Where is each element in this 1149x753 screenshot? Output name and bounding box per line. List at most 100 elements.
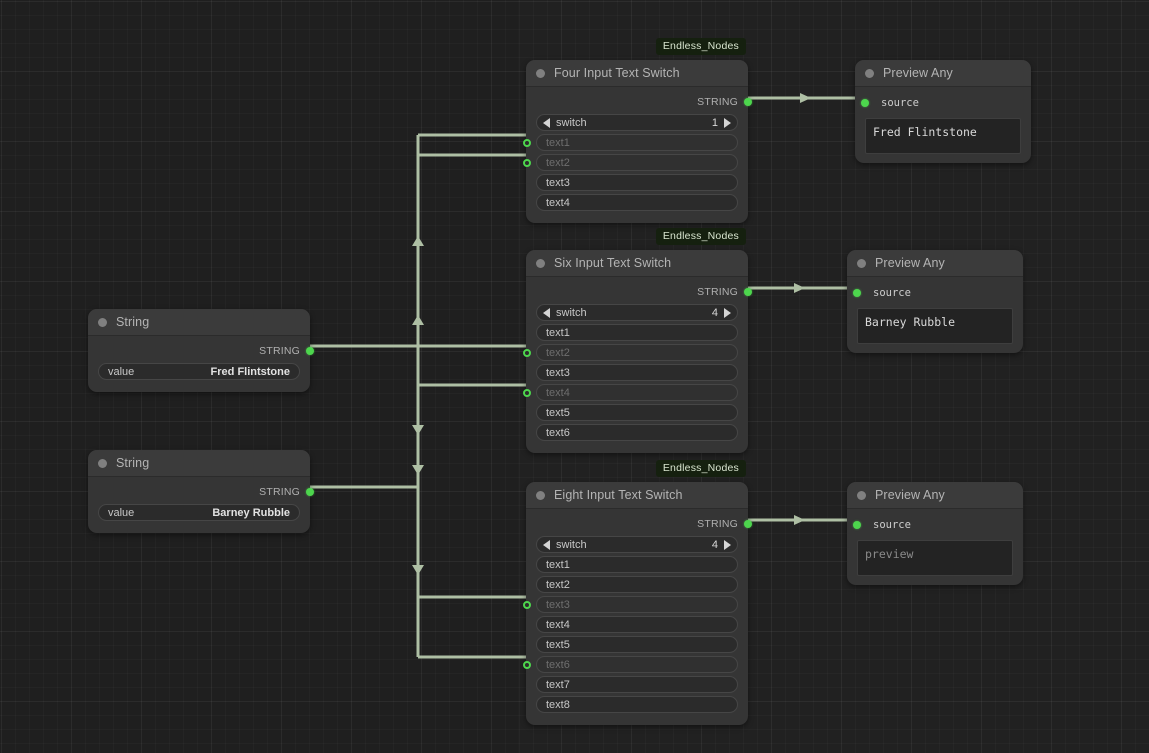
node-title: Preview Any: [875, 256, 945, 270]
node-title: Preview Any: [883, 66, 953, 80]
widget-text2[interactable]: text2: [523, 344, 738, 361]
node-six-input-text-switch[interactable]: Endless_Nodes Six Input Text Switch STRI…: [523, 228, 752, 453]
widget-text2[interactable]: text2: [523, 154, 738, 171]
widget-text1[interactable]: text1: [536, 324, 738, 341]
widget-label: text8: [546, 698, 570, 711]
widget-text3[interactable]: text3: [536, 174, 738, 191]
widget-text4[interactable]: text4: [536, 616, 738, 633]
node-header[interactable]: String: [88, 309, 310, 336]
collapse-dot-icon[interactable]: [536, 68, 545, 78]
node-title: String: [116, 456, 150, 470]
output-port-dot[interactable]: [744, 97, 752, 106]
node-preview-any-2[interactable]: Preview Any source Barney Rubble: [847, 250, 1023, 353]
chevron-right-icon[interactable]: [724, 307, 731, 318]
chevron-left-icon[interactable]: [543, 117, 550, 128]
widget-text7[interactable]: text7: [536, 676, 738, 693]
chevron-right-icon[interactable]: [724, 117, 731, 128]
output-label: STRING: [259, 485, 300, 498]
widget-text1[interactable]: text1: [523, 134, 738, 151]
input-port-dot[interactable]: [523, 138, 531, 147]
widget-label: text6: [546, 658, 570, 671]
output-slot-string[interactable]: STRING: [536, 93, 752, 110]
widget-text6[interactable]: text6: [523, 656, 738, 673]
output-port-dot[interactable]: [744, 519, 752, 528]
widget-label: text1: [546, 136, 570, 149]
node-header[interactable]: Eight Input Text Switch: [526, 482, 748, 509]
input-slot-source[interactable]: source: [861, 95, 1021, 111]
input-port-dot[interactable]: [523, 158, 531, 167]
input-port-dot[interactable]: [853, 289, 861, 297]
widget-text1[interactable]: text1: [536, 556, 738, 573]
node-header[interactable]: Preview Any: [847, 482, 1023, 509]
input-port-dot[interactable]: [861, 99, 869, 107]
input-slot-source[interactable]: source: [853, 285, 1013, 301]
node-preview-any-3[interactable]: Preview Any source preview: [847, 482, 1023, 585]
collapse-dot-icon[interactable]: [98, 317, 107, 327]
node-title: Preview Any: [875, 488, 945, 502]
chevron-left-icon[interactable]: [543, 307, 550, 318]
widget-text5[interactable]: text5: [536, 636, 738, 653]
widget-value[interactable]: value Barney Rubble: [98, 504, 300, 521]
widget-text5[interactable]: text5: [536, 404, 738, 421]
widget-text3[interactable]: text3: [536, 364, 738, 381]
node-header[interactable]: Preview Any: [855, 60, 1031, 87]
node-header[interactable]: Preview Any: [847, 250, 1023, 277]
input-slot-source[interactable]: source: [853, 517, 1013, 533]
widget-text4[interactable]: text4: [523, 384, 738, 401]
widget-text6[interactable]: text6: [536, 424, 738, 441]
node-badge: Endless_Nodes: [655, 228, 746, 245]
output-port-dot[interactable]: [306, 487, 314, 496]
output-slot-string[interactable]: STRING: [98, 342, 314, 359]
widget-value: Barney Rubble: [212, 506, 290, 519]
widget-text2[interactable]: text2: [536, 576, 738, 593]
output-slot-string[interactable]: STRING: [536, 515, 752, 532]
output-slot-string[interactable]: STRING: [98, 483, 314, 500]
node-string-fred[interactable]: String STRING value Fred Flintstone: [88, 309, 314, 392]
collapse-dot-icon[interactable]: [536, 258, 545, 268]
collapse-dot-icon[interactable]: [857, 490, 866, 500]
node-header[interactable]: Four Input Text Switch: [526, 60, 748, 87]
input-label: source: [873, 287, 911, 299]
input-port-dot[interactable]: [523, 348, 531, 357]
collapse-dot-icon[interactable]: [536, 490, 545, 500]
output-label: STRING: [697, 285, 738, 298]
node-preview-any-1[interactable]: Preview Any source Fred Flintstone: [855, 60, 1031, 163]
collapse-dot-icon[interactable]: [857, 258, 866, 268]
widget-value: Fred Flintstone: [210, 365, 290, 378]
collapse-dot-icon[interactable]: [98, 458, 107, 468]
widget-switch-stepper[interactable]: switch 1: [536, 114, 738, 131]
widget-text4[interactable]: text4: [536, 194, 738, 211]
node-body: source preview: [847, 509, 1023, 585]
widget-text3[interactable]: text3: [523, 596, 738, 613]
input-port-dot[interactable]: [523, 660, 531, 669]
node-title: String: [116, 315, 150, 329]
input-port-dot[interactable]: [523, 388, 531, 397]
widget-label: text6: [546, 426, 570, 439]
preview-output-text: Barney Rubble: [857, 308, 1013, 344]
chevron-left-icon[interactable]: [543, 539, 550, 550]
input-port-dot[interactable]: [853, 521, 861, 529]
widget-label: text2: [546, 156, 570, 169]
chevron-right-icon[interactable]: [724, 539, 731, 550]
widget-switch-stepper[interactable]: switch 4: [536, 304, 738, 321]
node-four-input-text-switch[interactable]: Endless_Nodes Four Input Text Switch STR…: [523, 38, 752, 223]
widget-switch-stepper[interactable]: switch 4: [536, 536, 738, 553]
node-string-barney[interactable]: String STRING value Barney Rubble: [88, 450, 314, 533]
output-port-dot[interactable]: [306, 346, 314, 355]
node-eight-input-text-switch[interactable]: Endless_Nodes Eight Input Text Switch ST…: [523, 460, 752, 725]
input-port-dot[interactable]: [523, 600, 531, 609]
node-body: STRING value Fred Flintstone: [88, 336, 314, 392]
output-label: STRING: [697, 517, 738, 530]
widget-value: 4: [711, 306, 718, 319]
input-label: source: [873, 519, 911, 531]
collapse-dot-icon[interactable]: [865, 68, 874, 78]
node-header[interactable]: String: [88, 450, 310, 477]
output-slot-string[interactable]: STRING: [536, 283, 752, 300]
node-header[interactable]: Six Input Text Switch: [526, 250, 748, 277]
widget-value[interactable]: value Fred Flintstone: [98, 363, 300, 380]
widget-text8[interactable]: text8: [536, 696, 738, 713]
output-label: STRING: [259, 344, 300, 357]
output-port-dot[interactable]: [744, 287, 752, 296]
